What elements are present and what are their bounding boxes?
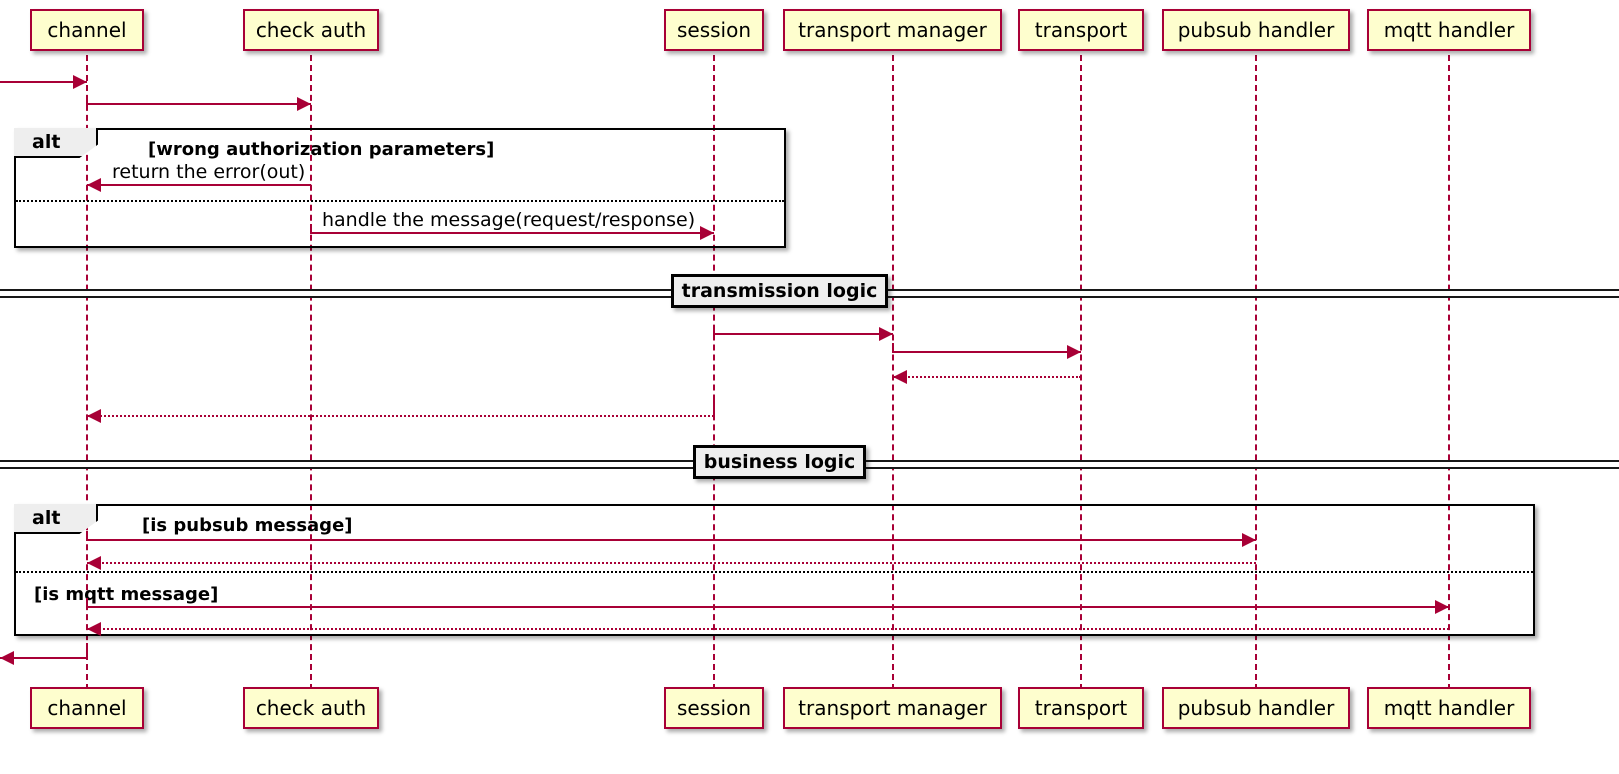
message-line-m10 <box>87 562 1256 564</box>
message-line-m5 <box>714 333 893 335</box>
participant-head-transport[interactable]: transport <box>1018 9 1144 51</box>
lifeline-transport <box>1080 55 1082 690</box>
message-arrowhead-m1 <box>73 75 87 89</box>
participant-foot-pubsub-handler[interactable]: pubsub handler <box>1162 687 1350 729</box>
message-arrowhead-m4 <box>700 226 714 240</box>
message-line-m11 <box>87 606 1449 608</box>
divider-rule-right-divider-transmission <box>884 289 1619 298</box>
participant-head-channel[interactable]: channel <box>30 9 144 51</box>
lifeline-channel <box>86 55 88 690</box>
message-line-m12 <box>87 628 1449 630</box>
participant-foot-check-auth[interactable]: check auth <box>243 687 379 729</box>
message-arrowhead-m3 <box>87 178 101 192</box>
message-line-m3 <box>87 184 311 186</box>
group-divider-alt-auth <box>16 200 784 202</box>
message-line-m4 <box>311 232 714 234</box>
message-stub-m6 <box>892 343 894 353</box>
lifeline-session <box>713 55 715 690</box>
message-arrowhead-m11 <box>1435 600 1449 614</box>
group-condition-alt-business-0: [is pubsub message] <box>142 515 353 536</box>
message-line-m13 <box>0 657 87 659</box>
message-stub-m5 <box>713 325 715 335</box>
group-condition-alt-auth-0: [wrong authorization parameters] <box>148 139 495 160</box>
participant-head-transport-manager[interactable]: transport manager <box>783 9 1002 51</box>
message-arrowhead-m9 <box>1242 533 1256 547</box>
group-alt-business <box>14 504 1535 636</box>
message-label-m3: return the error(out) <box>112 161 306 183</box>
participant-head-check-auth[interactable]: check auth <box>243 9 379 51</box>
participant-head-session[interactable]: session <box>664 9 764 51</box>
message-arrowhead-m12 <box>87 622 101 636</box>
message-arrowhead-m6 <box>1067 345 1081 359</box>
divider-label-divider-business: business logic <box>693 445 866 479</box>
message-stub-m2 <box>86 95 88 105</box>
message-line-m9 <box>87 539 1256 541</box>
group-head-alt-auth: alt <box>14 128 98 158</box>
message-arrowhead-m5 <box>879 327 893 341</box>
group-alt-auth <box>14 128 786 248</box>
participant-foot-transport[interactable]: transport <box>1018 687 1144 729</box>
message-line-m2 <box>87 103 311 105</box>
message-stub-m13 <box>86 643 88 659</box>
message-line-m8 <box>87 415 714 417</box>
participant-head-mqtt-handler[interactable]: mqtt handler <box>1367 9 1531 51</box>
message-stub-m9 <box>86 531 88 541</box>
participant-foot-transport-manager[interactable]: transport manager <box>783 687 1002 729</box>
message-stub-m11 <box>86 598 88 608</box>
message-arrowhead-m8 <box>87 409 101 423</box>
message-line-m6 <box>893 351 1081 353</box>
message-line-m1 <box>0 81 87 83</box>
message-arrowhead-m13 <box>0 651 14 665</box>
message-arrowhead-m2 <box>297 97 311 111</box>
divider-label-divider-transmission: transmission logic <box>671 274 888 308</box>
lifeline-check-auth <box>310 55 312 690</box>
message-stub-m4 <box>310 224 312 234</box>
participant-foot-mqtt-handler[interactable]: mqtt handler <box>1367 687 1531 729</box>
message-arrowhead-m10 <box>87 556 101 570</box>
participant-foot-channel[interactable]: channel <box>30 687 144 729</box>
message-stub-m8 <box>713 398 715 417</box>
group-divider-alt-business <box>16 571 1533 573</box>
message-arrowhead-m7 <box>893 370 907 384</box>
divider-rule-left-divider-transmission <box>0 289 675 298</box>
lifeline-mqtt-handler <box>1448 55 1450 690</box>
group-head-alt-business: alt <box>14 504 98 534</box>
divider-rule-right-divider-business <box>862 460 1619 469</box>
participant-head-pubsub-handler[interactable]: pubsub handler <box>1162 9 1350 51</box>
group-condition-alt-business-1: [is mqtt message] <box>34 584 219 605</box>
divider-rule-left-divider-business <box>0 460 697 469</box>
participant-foot-session[interactable]: session <box>664 687 764 729</box>
lifeline-pubsub-handler <box>1255 55 1257 690</box>
message-line-m7 <box>893 376 1081 378</box>
message-label-m4: handle the message(request/response) <box>322 209 696 231</box>
